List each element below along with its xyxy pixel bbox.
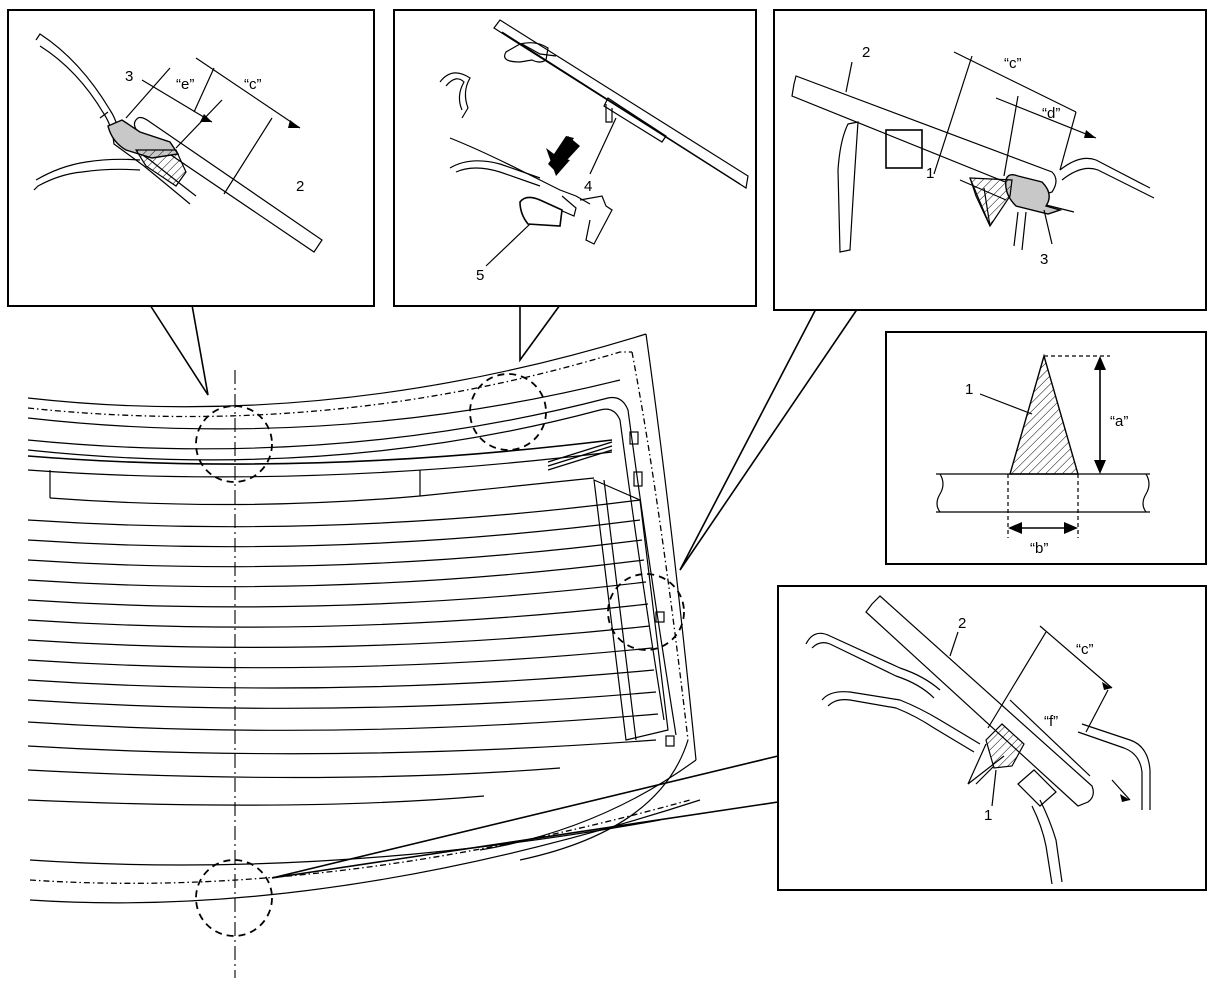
adhesive-triangle (1009, 353, 1079, 475)
label-1: 1 (965, 381, 973, 398)
label-1: 1 (926, 165, 934, 182)
sealant-top-left (107, 119, 180, 159)
label-b: “b” (1030, 540, 1048, 557)
label-2: 2 (296, 178, 304, 195)
label-c: “c” (1004, 55, 1022, 72)
label-3: 3 (1040, 251, 1048, 268)
body-outline-side (631, 351, 689, 741)
label-c: “c” (1076, 641, 1094, 658)
glass-edge-top (27, 333, 647, 408)
panel-top-middle: 4 5 (393, 9, 757, 307)
label-4: 4 (584, 178, 592, 195)
label-a: “a” (1110, 413, 1128, 430)
label-c: “c” (244, 76, 262, 93)
label-2: 2 (862, 44, 870, 61)
panel-bottom-right: 2 “c” “f” 1 (777, 585, 1207, 891)
adhesive-top-right (969, 177, 1013, 228)
adhesive-bottom-right (985, 723, 1025, 769)
label-5: 5 (476, 267, 484, 284)
label-3: 3 (125, 68, 133, 85)
detail-circle-top-center (195, 405, 273, 483)
detail-circle-top-right (469, 373, 547, 451)
label-e: “e” (176, 76, 194, 93)
label-f: “f” (1044, 713, 1058, 730)
adhesive-top-left (134, 149, 187, 187)
detail-circle-side (607, 573, 685, 651)
label-1: 1 (984, 807, 992, 824)
panel-middle-right: 1 “a” “b” (885, 331, 1207, 565)
label-2: 2 (958, 615, 966, 632)
panel-top-left: 3 “e” “c” 2 (7, 9, 375, 307)
main-glass-view (27, 333, 701, 978)
detail-circle-bottom (195, 859, 273, 937)
label-d: “d” (1042, 105, 1060, 122)
callout-leaders (149, 304, 861, 879)
body-outline-top (27, 351, 632, 418)
panel-top-right: 2 “c” “d” 1 3 (773, 9, 1207, 311)
part-5 (519, 196, 563, 227)
